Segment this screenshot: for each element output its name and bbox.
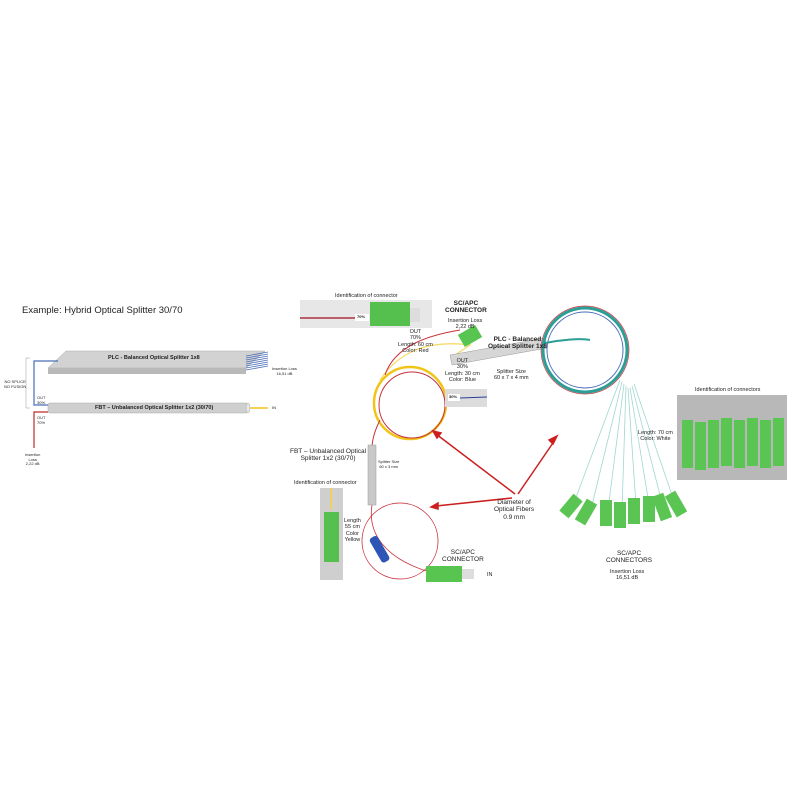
green-connector: [324, 512, 339, 562]
arrowhead-icon: [429, 501, 439, 510]
fbt-splitter-body: [367, 444, 377, 506]
id-connector-left-label: Identification of connector: [294, 480, 357, 486]
tag-70: 70%: [357, 314, 366, 319]
no-splice-bracket: [25, 357, 30, 409]
in-fiber-lead: [370, 504, 441, 576]
in-connector: [426, 566, 462, 582]
photo-connectors: [300, 300, 787, 582]
schematic-drawing: [25, 350, 269, 448]
in-fiber-coil: [361, 502, 439, 580]
no-splice-text: NO SPLICE: [4, 379, 26, 384]
red-fiber-lead: [384, 329, 461, 376]
fiber-tag: [448, 394, 460, 401]
tag-30: 30%: [449, 394, 458, 399]
output-fiber-coil: [540, 305, 630, 395]
arrowhead-icon: [431, 429, 443, 440]
green-connector: [457, 324, 483, 348]
arrowhead-icon: [547, 434, 559, 446]
output-fiber-coil: [541, 306, 629, 394]
blue-fiber: [459, 396, 488, 399]
out30-fiber: [33, 360, 58, 406]
identified-connectors: [682, 418, 784, 470]
fbt-cylinder-end: [245, 402, 251, 414]
connector-ferrule: [410, 308, 420, 322]
in-label: IN: [272, 405, 276, 410]
plc-output-fibers: [245, 351, 269, 371]
no-fusion-text: NO FUSION: [4, 383, 27, 389]
out70-fiber: [33, 411, 48, 448]
plc-box-front: [48, 368, 246, 374]
output-fiber-lead: [544, 338, 591, 344]
fiber-tag: [355, 314, 369, 321]
page-title: Example: Hybrid Optical Splitter 30/70: [22, 305, 183, 316]
in-label-photo: IN: [487, 572, 493, 578]
output-fiber-fanout: [574, 379, 673, 511]
plc-label: PLC - Balanced Optical Splitter 1x8: [108, 355, 200, 361]
photo-fibers: [361, 305, 673, 580]
blue-sleeve: [369, 535, 390, 563]
output-fiber-coil: [546, 311, 624, 389]
id-connectors-label: Identification of connectors: [695, 387, 761, 393]
diameter-arrows: [429, 429, 559, 510]
green-connector: [370, 302, 410, 326]
id-connector-label: Identification of connector: [335, 293, 398, 299]
fbt-label: FBT – Unbalanced Optical Splitter 1x2 (3…: [95, 405, 214, 411]
red-fiber-coil: [378, 371, 446, 439]
connector-ferrule: [462, 569, 474, 579]
output-connectors: [559, 490, 688, 528]
